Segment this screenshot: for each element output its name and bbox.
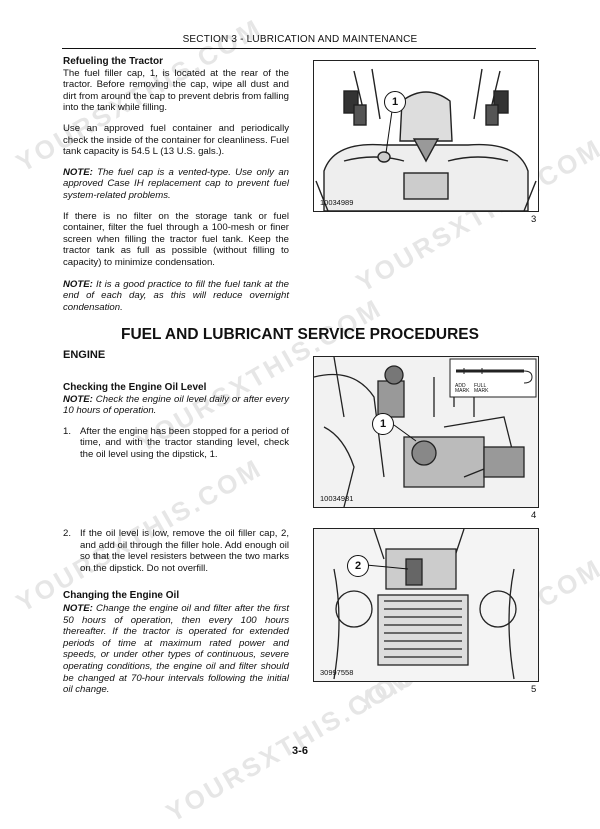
refuel-note-2: NOTE: It is a good practice to fill the … <box>63 279 289 314</box>
page-number: 3-6 <box>292 745 308 757</box>
refuel-section: Refueling the Tractor The fuel filler ca… <box>63 56 289 313</box>
note-text: Change the engine oil and filter after t… <box>63 602 289 696</box>
note-label: NOTE: <box>63 278 93 290</box>
callout-1: 1 <box>372 413 394 435</box>
header-rule <box>62 48 536 49</box>
note-label: NOTE: <box>63 166 93 178</box>
change-oil-note: NOTE: Change the engine oil and filter a… <box>63 603 289 696</box>
refuel-paragraph-1: The fuel filler cap, 1, is located at th… <box>63 67 289 114</box>
add-oil-section: 2. If the oil level is low, remove the o… <box>63 528 289 696</box>
note-text: Check the engine oil level daily or afte… <box>63 393 289 417</box>
list-text: If the oil level is low, remove the oil … <box>80 528 289 574</box>
figure-id: 30997558 <box>320 668 354 677</box>
figure-number: 4 <box>531 510 537 521</box>
figure-4-dipstick: ADD MARK FULL MARK 1 10034981 <box>313 356 539 508</box>
oil-filler-illustration <box>314 529 538 681</box>
engine-heading: ENGINE <box>63 349 106 361</box>
figure-5-oil-filler: 2 30997558 <box>313 528 539 682</box>
list-item: 1. After the engine has been stopped for… <box>63 426 289 461</box>
list-text: After the engine has been stopped for a … <box>80 425 289 460</box>
callout-1: 1 <box>384 91 406 113</box>
refuel-note-1: NOTE: The fuel cap is a vented-type. Use… <box>63 167 289 202</box>
note-text: It is a good practice to fill the fuel t… <box>63 278 289 313</box>
full-mark-label: FULL MARK <box>474 383 489 394</box>
section-header: SECTION 3 - LUBRICATION AND MAINTENANCE <box>182 34 418 45</box>
section-title: FUEL AND LUBRICANT SERVICE PROCEDURES <box>121 326 479 343</box>
figure-number: 5 <box>531 684 537 695</box>
refuel-paragraph-3: If there is no filter on the storage tan… <box>63 210 289 268</box>
refuel-paragraph-2: Use an approved fuel container and perio… <box>63 122 289 158</box>
tractor-rear-illustration <box>315 68 537 211</box>
check-oil-note: NOTE: Check the engine oil level daily o… <box>63 394 289 417</box>
engine-dipstick-illustration <box>314 357 538 507</box>
list-number: 1. <box>63 425 72 437</box>
note-text: The fuel cap is a vented-type. Use only … <box>63 166 289 201</box>
figure-id: 10034981 <box>320 494 354 503</box>
refuel-title: Refueling the Tractor <box>63 56 164 67</box>
check-oil-section: Checking the Engine Oil Level NOTE: Chec… <box>63 382 289 461</box>
figure-number: 3 <box>531 214 537 225</box>
list-number: 2. <box>63 528 72 539</box>
change-oil-title: Changing the Engine Oil <box>63 590 180 602</box>
note-label: NOTE: <box>63 393 93 405</box>
note-label: NOTE: <box>63 602 93 614</box>
callout-2: 2 <box>347 555 369 577</box>
add-mark-label: ADD MARK <box>455 383 470 394</box>
check-oil-title: Checking the Engine Oil Level <box>63 382 207 393</box>
figure-3-tractor-rear: 1 10034989 <box>313 60 539 212</box>
figure-id: 10034989 <box>320 198 354 207</box>
list-item: 2. If the oil level is low, remove the o… <box>63 528 289 574</box>
